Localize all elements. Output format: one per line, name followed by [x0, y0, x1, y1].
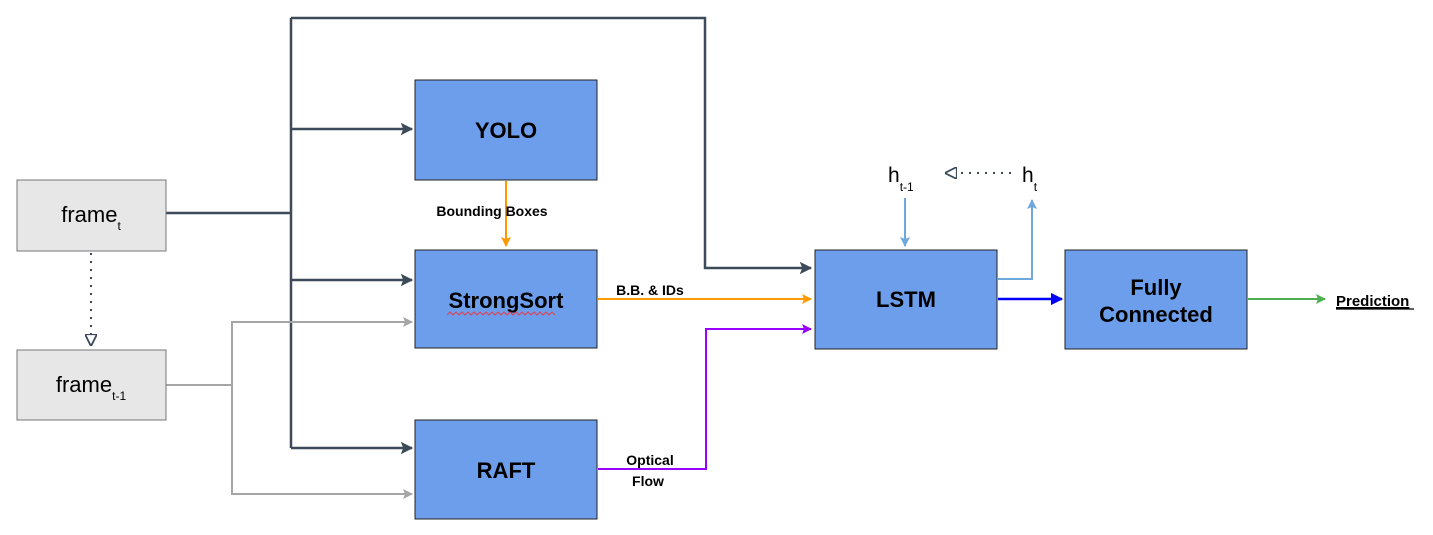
- fully-connected-label-line1: Fully: [1130, 275, 1182, 300]
- svg-text:framet-1: framet-1: [56, 372, 127, 403]
- h-t1-node: ht-1: [888, 164, 914, 194]
- fully-connected-label-line2: Connected: [1099, 302, 1213, 327]
- frame-t1-node: framet-1: [16, 349, 167, 421]
- raft-to-lstm-edge: [598, 324, 812, 470]
- raft-label: RAFT: [477, 458, 536, 483]
- frame-t1-label: frame: [56, 372, 112, 397]
- frame-t-to-lstm-edge: [291, 16, 813, 275]
- lstm-node: LSTM: [814, 249, 998, 350]
- yolo-label: YOLO: [475, 118, 537, 143]
- yolo-node: YOLO: [414, 79, 598, 181]
- optical-flow-label-line1: Optical: [626, 452, 673, 468]
- h-t-subscript: t: [1034, 180, 1038, 194]
- strongsort-label: StrongSort: [449, 288, 565, 313]
- optical-flow-label-line2: Flow: [632, 473, 664, 489]
- frame-t-subscript: t: [117, 219, 121, 233]
- h-t-node: ht: [1022, 164, 1038, 194]
- frame-t1-to-strongsort-edge: [231, 317, 413, 385]
- frame-t1-subscript: t-1: [112, 389, 126, 403]
- h-t-label: h: [1022, 164, 1034, 187]
- h-t1-label: h: [888, 164, 900, 187]
- prediction-label: Prediction: [1336, 293, 1409, 310]
- bounding-boxes-label: Bounding Boxes: [436, 203, 547, 219]
- spellcheck-squiggle: [446, 311, 556, 316]
- frame-t-label: frame: [61, 202, 117, 227]
- strongsort-node: StrongSort: [414, 249, 598, 349]
- frame-t1-to-raft-edge: [231, 385, 413, 499]
- svg-text:framet: framet: [61, 202, 121, 233]
- fully-connected-node: Fully Connected: [1064, 249, 1248, 350]
- h-t1-subscript: t-1: [900, 180, 914, 194]
- lstm-label: LSTM: [876, 287, 936, 312]
- frame-t-node: framet: [16, 179, 167, 252]
- raft-node: RAFT: [414, 419, 598, 520]
- bb-ids-label: B.B. & IDs: [616, 282, 684, 298]
- lstm-to-h-t-edge: [998, 199, 1037, 280]
